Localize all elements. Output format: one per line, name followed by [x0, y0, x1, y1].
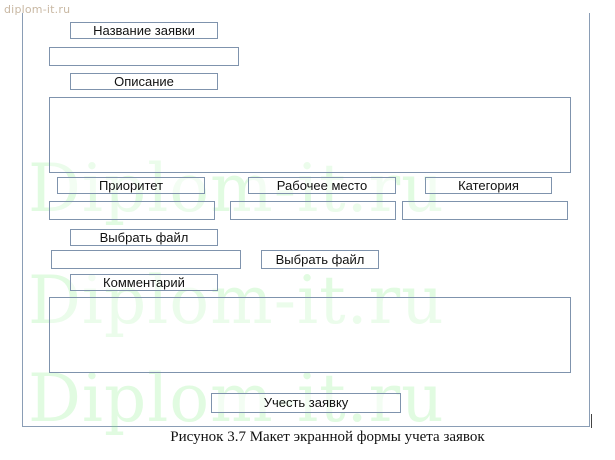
figure-caption: Рисунок 3.7 Макет экранной формы учета з… — [170, 429, 485, 445]
comment-field[interactable] — [49, 297, 571, 373]
request-name-label: Название заявки — [70, 22, 218, 39]
submit-request-button[interactable]: Учесть заявку — [211, 393, 401, 413]
priority-field[interactable] — [49, 201, 215, 220]
workplace-label: Рабочее место — [248, 177, 396, 194]
choose-file-button[interactable]: Выбрать файл — [261, 250, 379, 269]
request-name-field[interactable] — [49, 47, 239, 66]
category-label: Категория — [425, 177, 552, 194]
choose-file-label: Выбрать файл — [70, 229, 218, 246]
priority-label: Приоритет — [57, 177, 205, 194]
comment-label: Комментарий — [70, 274, 218, 291]
file-path-field[interactable] — [51, 250, 241, 269]
description-field[interactable] — [49, 97, 571, 173]
workplace-field[interactable] — [230, 201, 396, 220]
form-frame — [22, 13, 590, 427]
description-label: Описание — [70, 73, 218, 90]
frame-tick — [591, 414, 592, 428]
site-watermark: diplom-it.ru — [4, 3, 71, 16]
category-field[interactable] — [402, 201, 568, 220]
